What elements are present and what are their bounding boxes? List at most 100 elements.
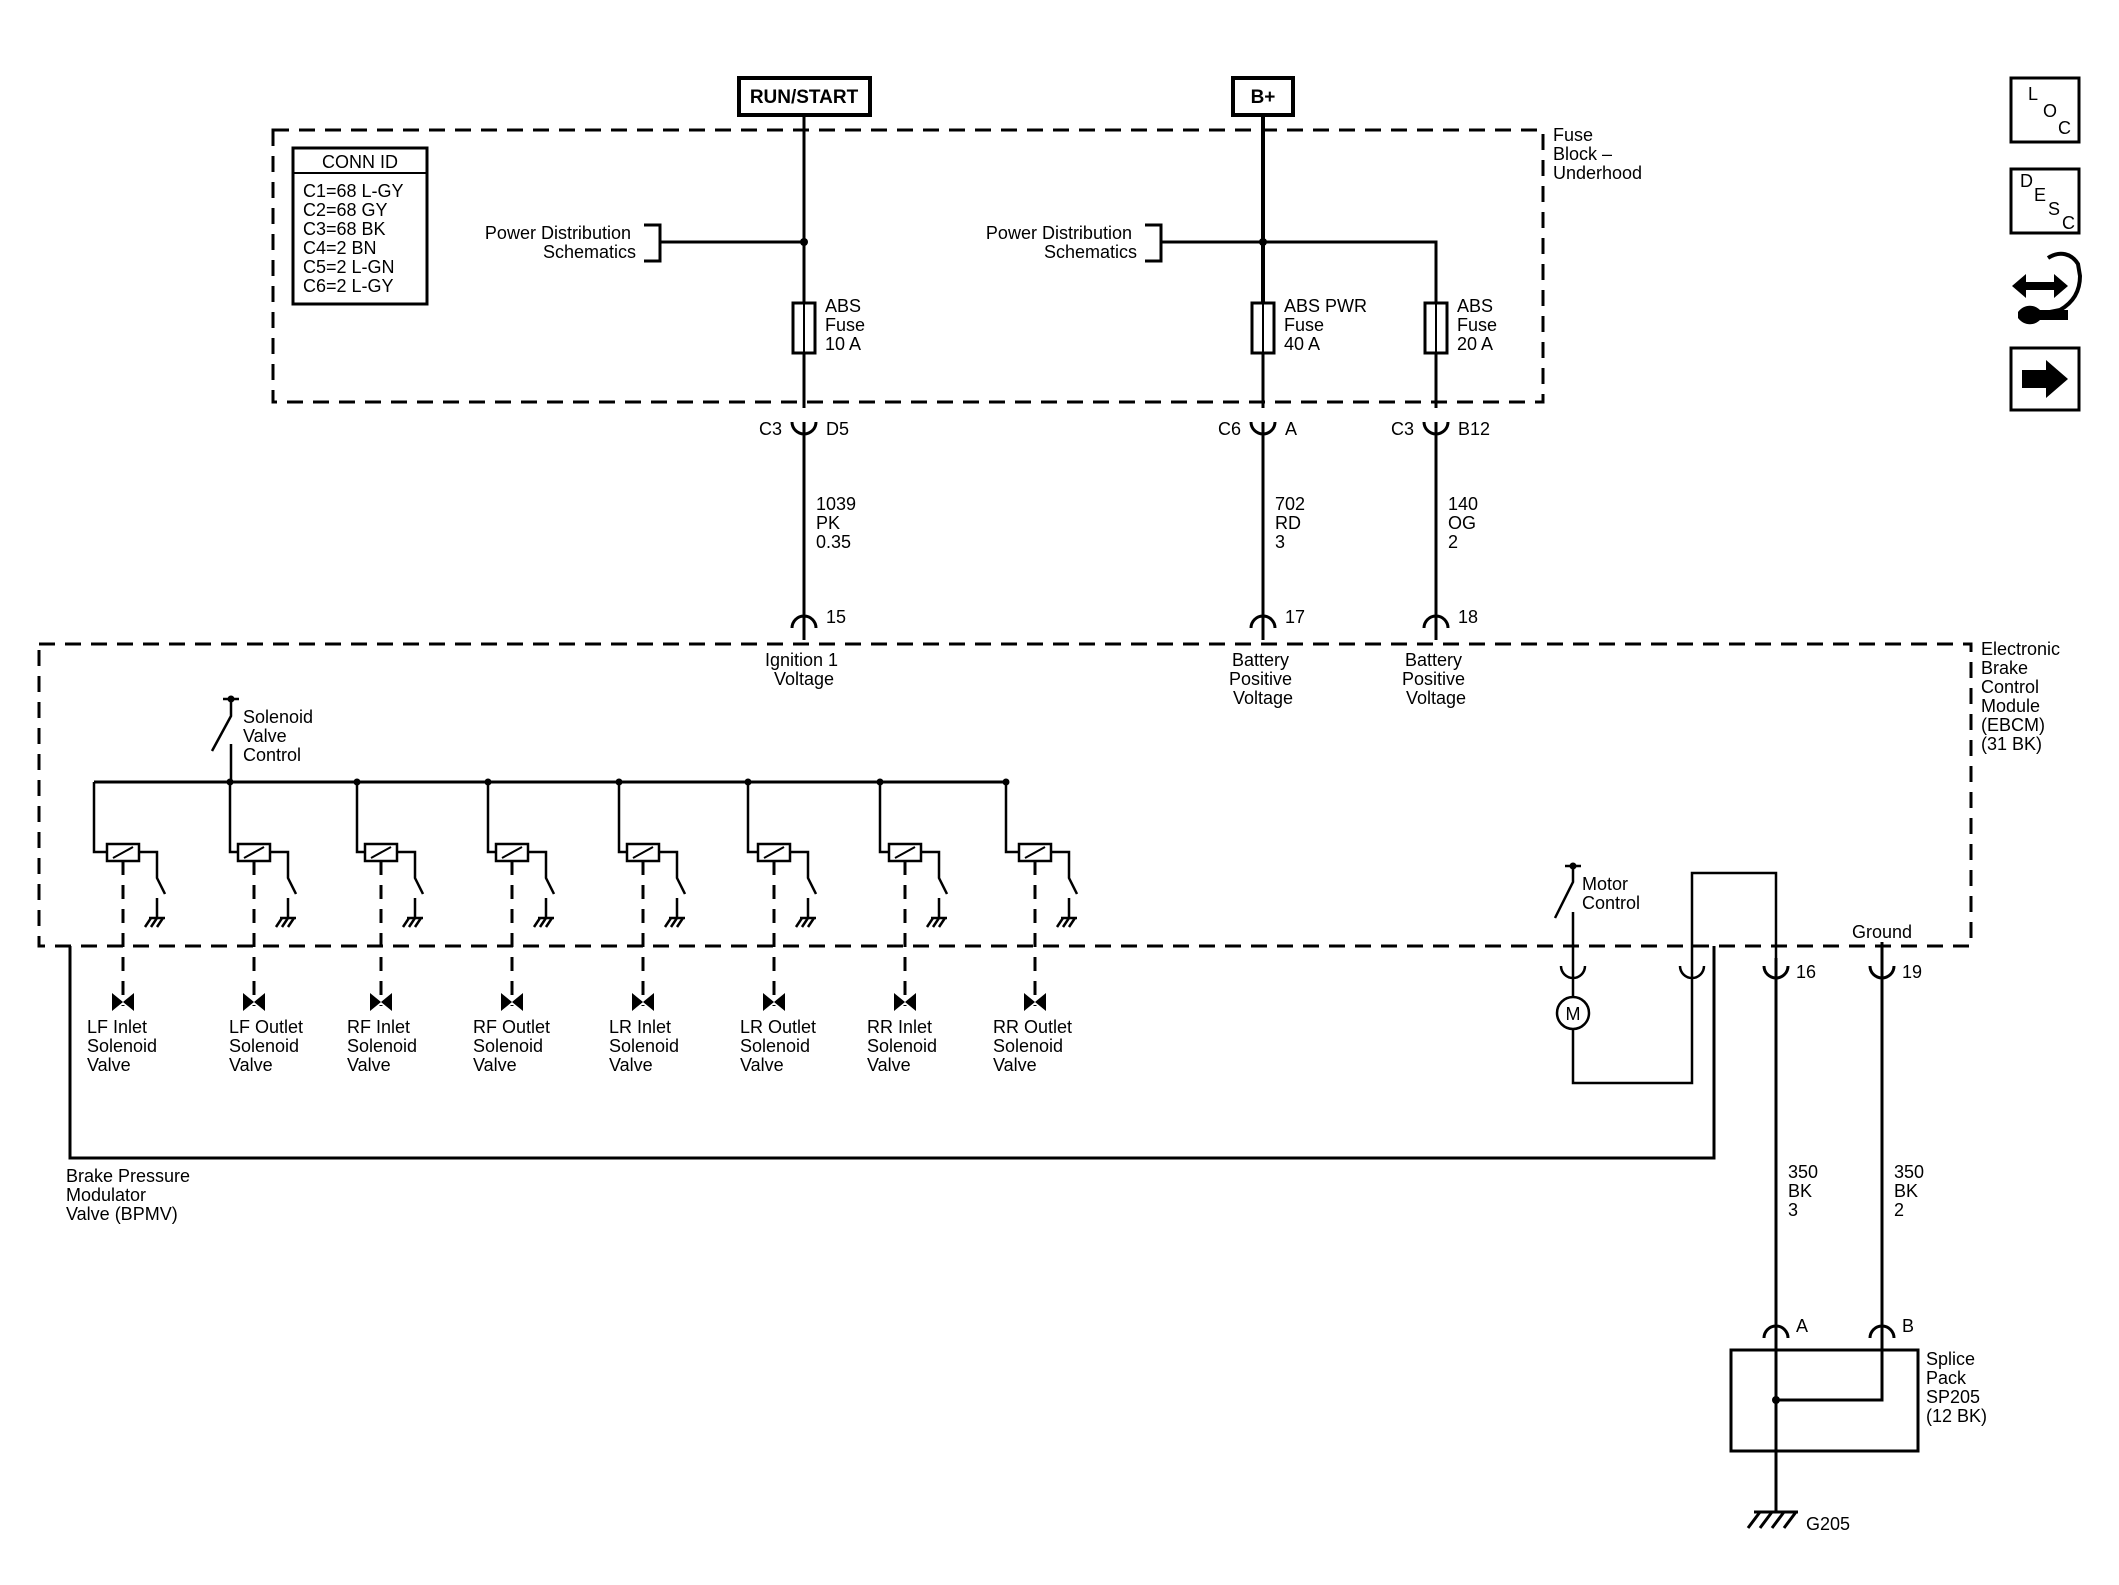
abs-fuse-10a: ABS Fuse 10 A <box>791 296 870 355</box>
battery-source: B+ <box>1231 76 1295 117</box>
power-dist-left-label: Power Distribution Schematics <box>485 223 636 262</box>
svg-text:ABS Fuse 10 A: ABS Fuse 10 A <box>825 296 870 354</box>
wire-702-label: 702 RD 3 <box>1275 494 1310 552</box>
abs-fuse-20a: ABS Fuse 20 A <box>1423 296 1502 355</box>
ebcm-pin-17: 17 Battery Positive Voltage <box>1229 607 1305 708</box>
svg-text:17: 17 <box>1285 607 1305 627</box>
svg-text:ABS Fuse 20 A: ABS Fuse 20 A <box>1457 296 1502 354</box>
svg-text:C3: C3 <box>1391 419 1414 439</box>
svg-text:15: 15 <box>826 607 846 627</box>
ebcm-pin-19: 19 <box>1868 958 1922 982</box>
svg-text:C: C <box>2058 118 2071 138</box>
svg-text:O: O <box>2043 101 2057 121</box>
ground-symbol-g205: G205 <box>1746 1510 1850 1534</box>
solenoid-driver <box>1002 778 1079 1011</box>
svg-text:RUN/START: RUN/START <box>750 87 859 108</box>
run-start-source: RUN/START <box>737 76 872 117</box>
svg-text:Battery Positive V: Battery Positive Voltage <box>1402 650 1470 708</box>
ebcm-border <box>37 642 1973 948</box>
motor-connector <box>1559 958 1587 980</box>
solenoid-control-switch: Solenoid Valve Control <box>210 695 313 782</box>
pump-motor: M <box>1555 995 1591 1031</box>
splice-dot <box>800 238 808 246</box>
bpmv-outline <box>68 946 1716 1160</box>
solenoid-driver <box>353 778 425 1011</box>
svg-text:16: 16 <box>1796 962 1816 982</box>
svg-text:S: S <box>2048 199 2060 219</box>
svg-text:L: L <box>2028 84 2038 104</box>
connector-c3-d5: C3 D5 <box>759 419 849 439</box>
wire-1039-label: 1039 PK 0.35 <box>816 494 861 552</box>
svg-text:Ignition 1 Voltage: Ignition 1 Voltage <box>765 650 843 689</box>
splice-pack-label: Splice Pack SP205 (12 BK) <box>1926 1349 1987 1426</box>
svg-text:Battery Positive V: Battery Positive Voltage <box>1229 650 1297 708</box>
splice-pin-a: A <box>1762 1316 1808 1350</box>
svg-text:B: B <box>1902 1316 1914 1336</box>
wire-350-bk-3-label: 350 BK 3 <box>1788 1162 1823 1220</box>
right-arrow-icon[interactable] <box>2009 346 2081 412</box>
solenoid-driver <box>92 782 167 1011</box>
svg-text:ABS PWR Fuse 40 A: ABS PWR Fuse 40 A <box>1284 296 1372 354</box>
power-dist-bracket-right <box>1145 223 1163 263</box>
wrench-arrows-icon[interactable] <box>2012 251 2083 325</box>
solenoid-driver <box>226 778 298 1011</box>
svg-text:E: E <box>2034 185 2046 205</box>
svg-text:18: 18 <box>1458 607 1478 627</box>
loc-icon[interactable]: L O C <box>2009 76 2081 144</box>
conn-id-header: CONN ID <box>322 152 398 172</box>
svg-text:B+: B+ <box>1251 87 1276 108</box>
bpmv-label: Brake Pressure Modulator Valve (BPMV) <box>66 1166 195 1224</box>
svg-text:D5: D5 <box>826 419 849 439</box>
motor-control-switch: Motor Control <box>1553 862 1640 958</box>
connector-c6-a: C6 A <box>1218 419 1297 439</box>
motor-internal-loop <box>1690 871 1778 958</box>
svg-text:C6: C6 <box>1218 419 1241 439</box>
solenoid-drivers <box>92 778 1079 1011</box>
wire-140-label: 140 OG 2 <box>1448 494 1483 552</box>
svg-text:G205: G205 <box>1806 1514 1850 1534</box>
splice-pack-box <box>1729 1348 1920 1453</box>
solenoid-driver <box>615 778 687 1011</box>
abs-pwr-fuse-40a: ABS PWR Fuse 40 A <box>1250 296 1372 355</box>
svg-text:C3: C3 <box>759 419 782 439</box>
splice-pin-b: B <box>1868 1316 1914 1350</box>
motor-return-wire <box>1571 972 1694 1085</box>
svg-text:A: A <box>1285 419 1297 439</box>
fuse-block-title: Fuse Block – Underhood <box>1553 125 1642 183</box>
splice-dot <box>1772 1396 1780 1404</box>
solenoid-driver <box>744 778 818 1011</box>
motor-return-connector <box>1678 958 1706 980</box>
splice-dot <box>1259 238 1267 246</box>
power-dist-right-label: Power Distribution Schematics <box>986 223 1137 262</box>
abs-20a-branch <box>1263 240 1438 310</box>
fuse-block-border <box>271 128 1545 404</box>
ebcm-pin-18: 18 Battery Positive Voltage <box>1402 607 1478 708</box>
solenoid-driver <box>876 778 949 1011</box>
solenoid-driver <box>484 778 556 1011</box>
svg-text:Motor Control: Motor Control <box>1582 874 1640 913</box>
desc-icon[interactable]: D E S C <box>2009 167 2081 235</box>
connector-c3-b12: C3 B12 <box>1391 419 1490 439</box>
wire-350-bk-2-label: 350 BK 2 <box>1894 1162 1929 1220</box>
conn-id-table: CONN ID C1=68 L-GY C2=68 GY C3=68 BK C4=… <box>291 146 429 306</box>
splice-internal <box>1774 1350 1884 1512</box>
svg-text:B12: B12 <box>1458 419 1490 439</box>
ebcm-pin-16: 16 <box>1762 958 1816 982</box>
svg-text:C: C <box>2062 213 2075 233</box>
svg-text:D: D <box>2020 171 2033 191</box>
ebcm-pin-15: 15 Ignition 1 Voltage <box>765 607 846 689</box>
ground-label: Ground <box>1852 922 1912 942</box>
svg-text:19: 19 <box>1902 962 1922 982</box>
svg-text:A: A <box>1796 1316 1808 1336</box>
svg-text:M: M <box>1566 1004 1581 1024</box>
